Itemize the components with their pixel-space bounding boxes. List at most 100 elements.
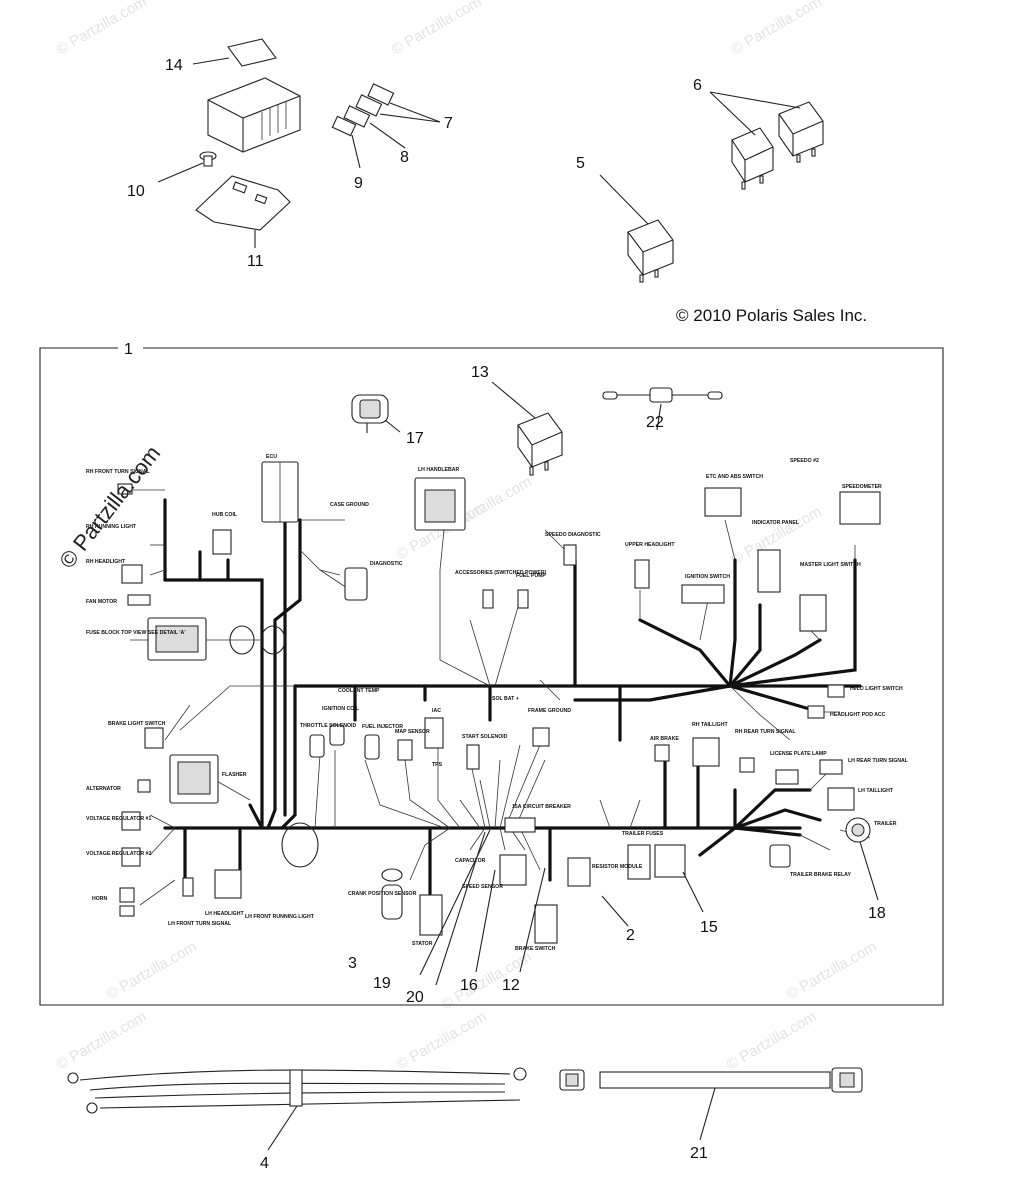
- label-crank: CRANK POSITION SENSOR: [348, 891, 417, 897]
- watermark-faint-3: © Partzilla.com: [729, 0, 825, 58]
- label-capacitor: CAPACITOR: [455, 858, 486, 864]
- callout-8: 8: [400, 149, 409, 166]
- callout-2: 2: [626, 927, 635, 944]
- label-lh-rear-turn: LH REAR TURN SIGNAL: [848, 758, 909, 764]
- callout-18: 18: [868, 905, 886, 922]
- label-flasher: FLASHER: [222, 772, 247, 778]
- label-accessories: ACCESSORIES (SWITCHED POWER): [455, 570, 547, 576]
- label-speedometer: SPEEDOMETER: [842, 484, 882, 490]
- callout-1: 1: [124, 341, 133, 358]
- label-iac: IAC: [432, 708, 441, 714]
- label-etc-abs: ETC AND ABS SWITCH: [706, 474, 763, 480]
- label-upper-headlight: UPPER HEADLIGHT: [625, 542, 675, 548]
- callout-numbers: 14 7 8 9 10 11 5 6 1 13 17 22 2 15 18 3 …: [124, 57, 886, 1172]
- label-fan-motor: FAN MOTOR: [86, 599, 117, 605]
- label-brake-light: BRAKE LIGHT SWITCH: [108, 721, 166, 727]
- callout-4: 4: [260, 1155, 269, 1172]
- watermark-faint-7: © Partzilla.com: [104, 938, 200, 1003]
- parts-7-8-9-fuses: [331, 83, 441, 169]
- watermark-faint-12: © Partzilla.com: [724, 1008, 820, 1073]
- callout-7: 7: [444, 115, 453, 132]
- label-stator: STATOR: [412, 941, 433, 947]
- label-rh-rear-turn: RH REAR TURN SIGNAL: [735, 729, 796, 735]
- part-21-extension-harness: [559, 1067, 863, 1141]
- callout-14: 14: [165, 57, 183, 74]
- label-brake-switch: BRAKE SWITCH: [515, 946, 556, 952]
- callout-12: 12: [502, 977, 520, 994]
- label-speed-sensor: SPEED SENSOR: [462, 884, 503, 890]
- label-map-sensor: MAP SENSOR: [395, 729, 430, 735]
- part-6-relays: [709, 91, 824, 190]
- part-5-relay: [599, 174, 674, 283]
- label-voltage-reg1: VOLTAGE REGULATOR #1: [86, 816, 151, 822]
- label-lh-headlight: LH HEADLIGHT: [205, 911, 244, 917]
- label-ignition-coil: IGNITION COIL: [322, 706, 360, 712]
- callout-17: 17: [406, 430, 424, 447]
- label-trailer-brake: TRAILER BRAKE RELAY: [790, 872, 851, 878]
- label-frame-ground: FRAME GROUND: [528, 708, 571, 714]
- label-tps: TPS: [432, 762, 443, 768]
- callout-9: 9: [354, 175, 363, 192]
- label-ecu: ECU: [266, 454, 277, 460]
- label-indicator-panel: INDICATOR PANEL: [752, 520, 800, 526]
- label-license-plate: LICENSE PLATE LAMP: [770, 751, 827, 757]
- callout-10: 10: [127, 183, 145, 200]
- label-headlight-pod: HEADLIGHT POD ACC: [830, 712, 886, 718]
- label-lh-handlebar: LH HANDLEBAR: [418, 467, 459, 473]
- label-throttle-solenoid: THROTTLE SOLENOID: [300, 723, 356, 729]
- part-17-connector: [351, 394, 401, 433]
- label-hub-coil: HUB COIL: [212, 512, 238, 518]
- label-fuel-pump: FUEL PUMP: [516, 573, 546, 579]
- label-circuit-breaker: 15A CIRCUIT BREAKER: [512, 804, 571, 810]
- copyright-text: © 2010 Polaris Sales Inc.: [676, 306, 867, 325]
- label-rh-headlight: RH HEADLIGHT: [86, 559, 126, 565]
- label-case-ground: CASE GROUND: [330, 502, 369, 508]
- part-14-label-pad: [192, 38, 277, 67]
- part-4-battery-cable: [67, 1067, 527, 1151]
- label-diagnostic: DIAGNOSTIC: [370, 561, 403, 567]
- label-fuel-injector: FUEL INJECTOR: [362, 724, 403, 730]
- label-lh-taillight: LH TAILLIGHT: [858, 788, 894, 794]
- watermark-faint-1: © Partzilla.com: [54, 0, 150, 58]
- label-lh-front-running: LH FRONT RUNNING LIGHT: [245, 914, 315, 920]
- label-trailer-fuses: TRAILER FUSES: [622, 831, 664, 837]
- harness-frame: [39, 347, 944, 1006]
- part-11-bracket: [195, 175, 291, 248]
- thin-wire-bundles: [120, 489, 871, 906]
- label-sol-bat: SOL BAT +: [492, 696, 519, 702]
- part-10-screw: [157, 151, 217, 183]
- callout-16: 16: [460, 977, 478, 994]
- watermark-faint-2: © Partzilla.com: [389, 0, 485, 58]
- component-labels: RH FRONT TURN SIGNAL RH HEADLIGHT RH RUN…: [86, 454, 909, 952]
- callout-11: 11: [247, 253, 264, 270]
- callout-22: 22: [646, 414, 664, 431]
- label-voltage-reg2: VOLTAGE REGULATOR #2: [86, 851, 151, 857]
- label-horn: HORN: [92, 896, 108, 902]
- watermark-faint-9: © Partzilla.com: [784, 938, 880, 1003]
- fuse-box-cover: [207, 77, 301, 153]
- watermark-faint-8: © Partzilla.com: [439, 948, 535, 1013]
- callout-15: 15: [700, 919, 718, 936]
- callout-6: 6: [693, 77, 702, 94]
- label-rh-running: RH RUNNING LIGHT: [86, 524, 137, 530]
- label-rh-front-turn: RH FRONT TURN SIGNAL: [86, 469, 151, 475]
- label-lh-front-turn: LH FRONT TURN SIGNAL: [168, 921, 232, 927]
- callout-20: 20: [406, 989, 424, 1006]
- harness-components: [117, 461, 881, 944]
- callout-leaders: [419, 829, 879, 986]
- label-hi-lo: HI/LO LIGHT SWITCH: [850, 686, 903, 692]
- watermark-faint-10: © Partzilla.com: [54, 1008, 150, 1073]
- callout-19: 19: [373, 975, 391, 992]
- label-ignition-switch: IGNITION SWITCH: [685, 574, 730, 580]
- label-coolant-temp: COOLANT TEMP: [338, 688, 380, 694]
- callout-21: 21: [690, 1145, 708, 1162]
- label-alternator: ALTERNATOR: [86, 786, 121, 792]
- label-air-brake: AIR BRAKE: [650, 736, 679, 742]
- label-master-light: MASTER LIGHT SWITCH: [800, 562, 861, 568]
- callout-3: 3: [348, 955, 357, 972]
- label-speedo2: SPEEDO #2: [790, 458, 819, 464]
- partzilla-watermark: © Partzilla.com: [54, 441, 165, 573]
- callout-13: 13: [471, 364, 489, 381]
- label-resistor-module: RESISTOR MODULE: [592, 864, 643, 870]
